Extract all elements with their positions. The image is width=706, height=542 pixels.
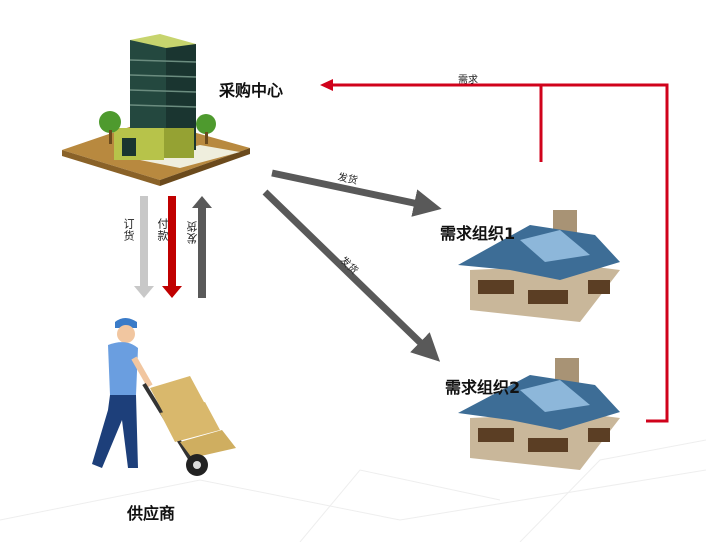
demand-org2-label: 需求组织2 <box>445 378 521 397</box>
procurement-center-label: 采购中心 <box>219 81 284 100</box>
ship-to-org2-arrow <box>262 189 441 362</box>
demand-arrow <box>320 79 669 423</box>
ship-from-supplier-edge-label: 发货 <box>186 220 199 244</box>
ship-to-org1-arrow <box>271 169 442 217</box>
payment-edge-label: 付款 <box>156 218 169 242</box>
supplier-worker-icon <box>92 318 236 476</box>
payment-arrow <box>162 196 182 298</box>
demand-edge-label: 需求 <box>458 75 478 86</box>
order-edge-label: 订货 <box>122 218 135 242</box>
demand-org2-house-icon <box>458 358 620 470</box>
demand-org1-label: 需求组织1 <box>440 224 516 243</box>
order-arrow <box>134 196 154 298</box>
supplier-label: 供应商 <box>127 504 176 523</box>
procurement-building-icon <box>62 34 250 186</box>
background-pattern <box>0 439 706 542</box>
demand-org1-house-icon <box>458 210 620 322</box>
ship-from-supplier-arrow <box>192 196 212 298</box>
